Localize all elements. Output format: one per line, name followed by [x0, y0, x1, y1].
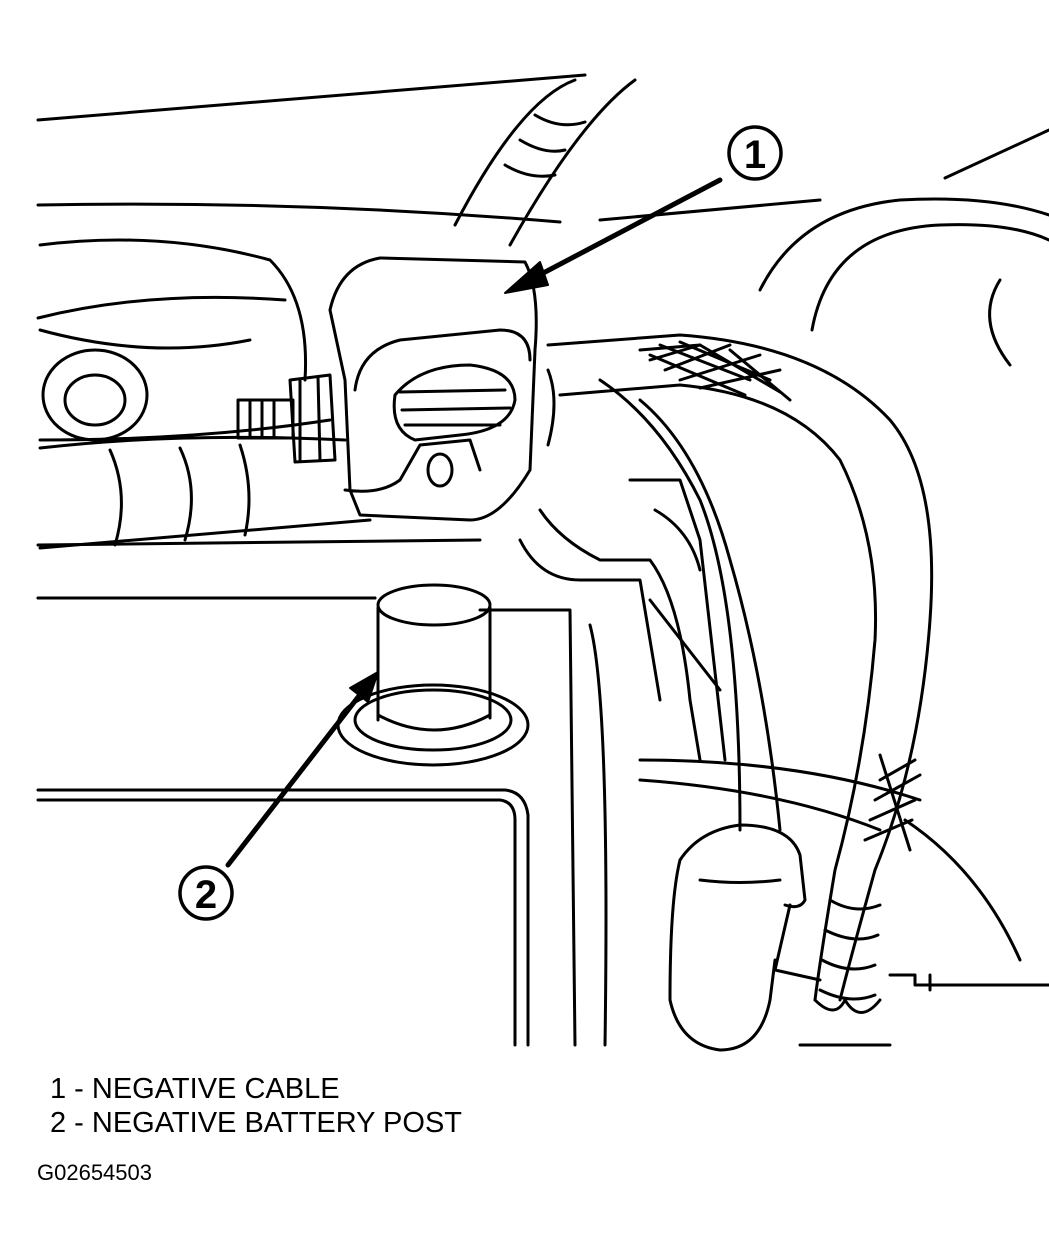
illustration: 1 2	[36, 73, 1049, 1052]
background-component	[38, 238, 332, 442]
clamp-bolt	[236, 373, 337, 464]
callout-2-number: 2	[195, 873, 217, 917]
battery-body	[36, 596, 608, 1047]
ground-cable	[518, 478, 727, 762]
legend-item-1: 1 - NEGATIVE CABLE	[50, 1073, 340, 1105]
left-wrapped-cable	[38, 435, 372, 550]
upper-cable	[453, 78, 637, 247]
figure-id: G02654503	[37, 1160, 152, 1185]
callout-2: 2	[178, 865, 234, 921]
right-components	[758, 197, 1049, 367]
leader-arrow-1	[504, 177, 723, 294]
negative-battery-post	[336, 583, 530, 767]
legend: 1 - NEGATIVE CABLE 2 - NEGATIVE BATTERY …	[50, 1072, 462, 1140]
callout-1-number: 1	[744, 133, 766, 177]
negative-cable	[546, 333, 934, 1014]
leader-arrow-2	[225, 671, 379, 868]
vertical-hose	[598, 378, 807, 1052]
battery-terminal-clamp	[328, 256, 556, 522]
hose-bracket	[773, 903, 1049, 1047]
lower-right-body	[638, 758, 1022, 962]
callout-1: 1	[727, 125, 783, 181]
legend-item-2: 2 - NEGATIVE BATTERY POST	[50, 1107, 463, 1139]
